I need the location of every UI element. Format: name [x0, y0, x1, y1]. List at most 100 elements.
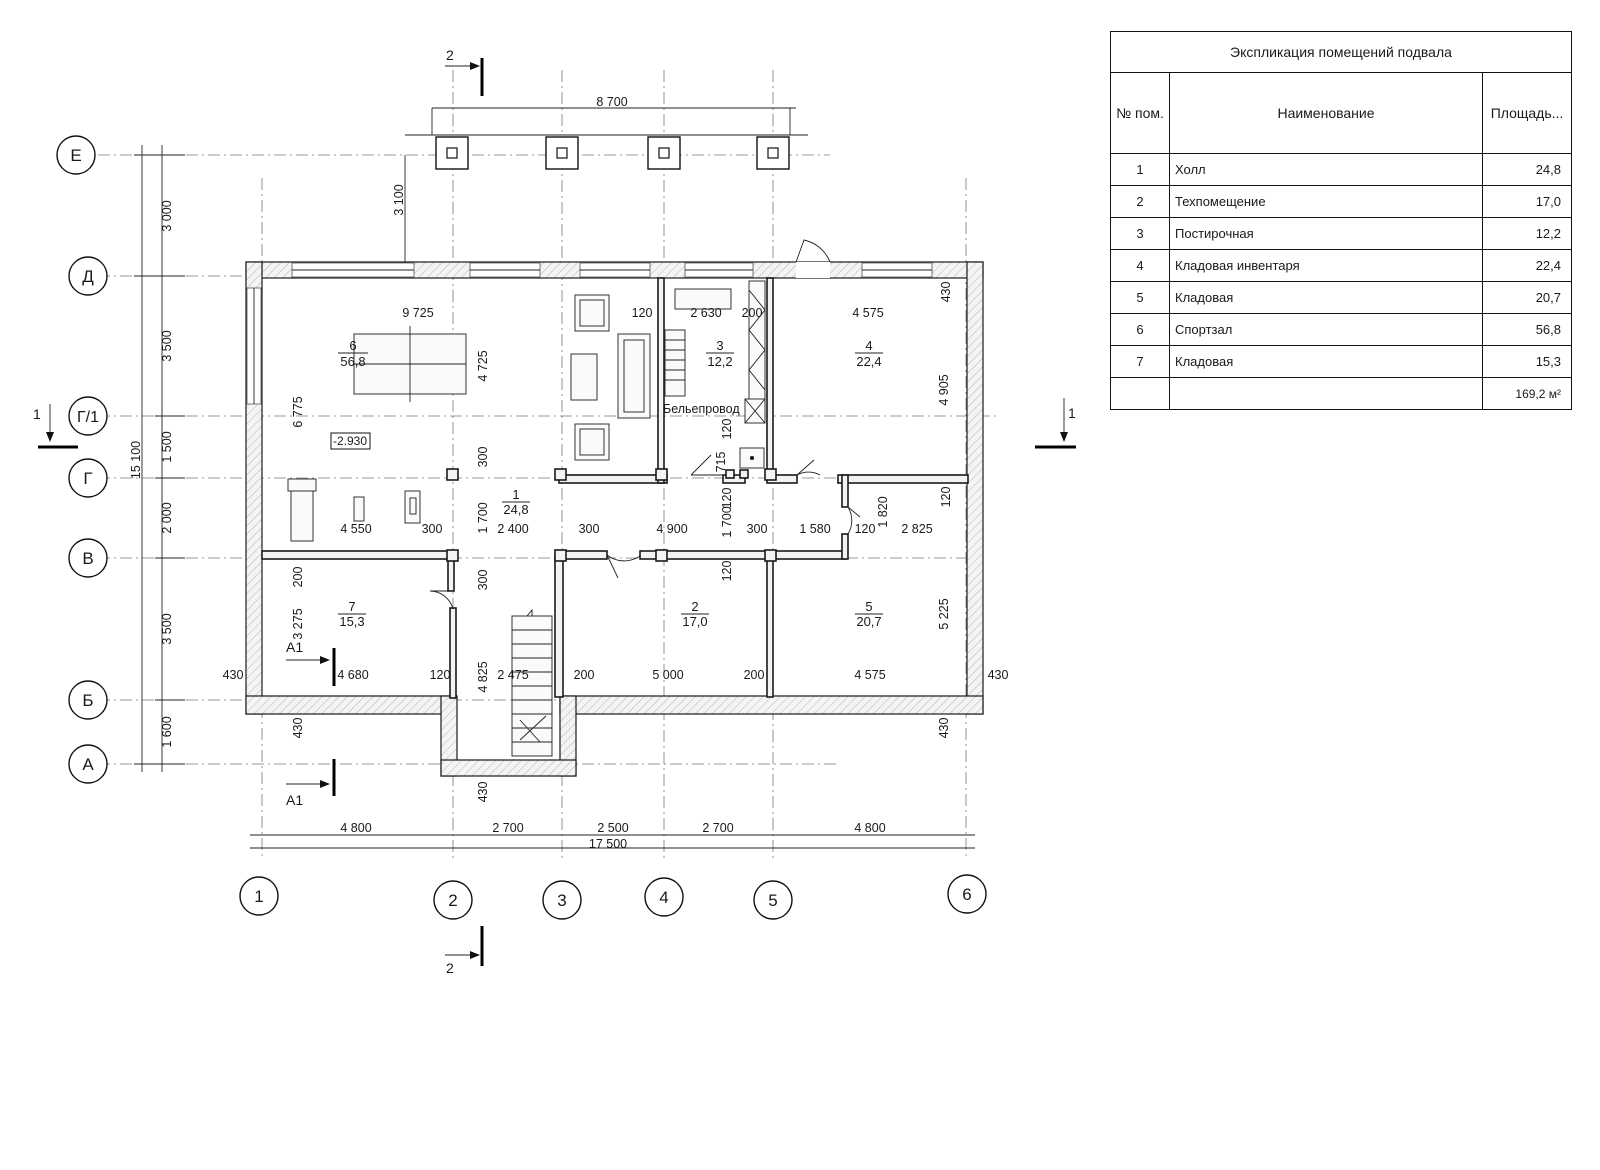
dim-text: 200	[742, 306, 763, 320]
room-label-3: 3 12,2	[706, 338, 734, 369]
dim-text: 120	[430, 668, 451, 682]
axis-bubbles-letters: Е Д Г/1 Г В Б А	[56, 135, 108, 784]
dim-text: 1 500	[160, 431, 174, 462]
room-number: 5	[865, 599, 872, 614]
dim-text: 15 100	[129, 441, 143, 479]
room-name-cell: Кладовая	[1169, 281, 1483, 314]
dim-text: 4 800	[340, 821, 371, 835]
section-label: А1	[286, 639, 303, 655]
room-number: 7	[348, 599, 355, 614]
room-name-cell: Спортзал	[1169, 313, 1483, 346]
table-row: 4 Кладовая инвентаря 22,4	[1110, 249, 1572, 282]
windows	[246, 262, 933, 405]
table-row: 7 Кладовая 15,3	[1110, 345, 1572, 378]
axis-label: Б	[82, 691, 93, 710]
dim-text: 5 000	[652, 668, 683, 682]
dim-text: 300	[422, 522, 443, 536]
explication-table: Экспликация помещений подвала № пом. Наи…	[1110, 31, 1572, 410]
interior-doors	[429, 454, 861, 610]
room-number-cell: 1	[1110, 153, 1170, 186]
total-row: 169,2 м²	[1110, 377, 1572, 410]
room-label-2: 2 17,0	[681, 599, 709, 629]
section-label: 2	[446, 47, 454, 63]
room-area-cell: 17,0	[1482, 185, 1572, 218]
section-label: А1	[286, 792, 303, 808]
room-area: 56,8	[340, 354, 365, 369]
axis-label: 6	[962, 885, 971, 904]
dim-text: 2 000	[160, 502, 174, 533]
room-label-4: 4 22,4	[855, 338, 883, 369]
dim-text: 17 500	[589, 837, 627, 851]
dim-text: 1 580	[799, 522, 830, 536]
level-mark: -2.930	[330, 432, 371, 450]
table-row: 1 Холл 24,8	[1110, 153, 1572, 186]
dim-text: 3 275	[291, 608, 305, 639]
table-row: 2 Техпомещение 17,0	[1110, 185, 1572, 218]
dim-text: 3 500	[160, 330, 174, 361]
axis-label: Д	[82, 267, 94, 286]
room-area-cell: 12,2	[1482, 217, 1572, 250]
axis-bubbles-numbers: 1 2 3 4 5 6	[239, 874, 987, 920]
room-label-5: 5 20,7	[855, 599, 883, 629]
dim-text: 200	[574, 668, 595, 682]
room-area: 12,2	[707, 354, 732, 369]
room-number-cell: 6	[1110, 313, 1170, 346]
dim-text: 430	[939, 282, 953, 303]
axis-label: Г/1	[77, 409, 99, 426]
room-number-cell: 5	[1110, 281, 1170, 314]
dim-text: 430	[291, 718, 305, 739]
table-row: 3 Постирочная 12,2	[1110, 217, 1572, 250]
dim-text: 430	[476, 782, 490, 803]
dim-text: 2 630	[690, 306, 721, 320]
room-area: 15,3	[339, 614, 364, 629]
axis-label: Е	[70, 146, 81, 165]
dim-text: 4 680	[337, 668, 368, 682]
dim-text: 430	[988, 668, 1009, 682]
room-name-cell: Кладовая инвентаря	[1169, 249, 1483, 282]
dim-text: 300	[476, 447, 490, 468]
dim-text: 1 700	[476, 502, 490, 533]
axis-label: 5	[768, 891, 777, 910]
axis-label: 3	[557, 891, 566, 910]
dim-text: 120	[720, 561, 734, 582]
chute-label: Бельепровод	[663, 402, 740, 416]
dim-text: 2 700	[492, 821, 523, 835]
dim-text: 3 000	[160, 200, 174, 231]
dim-text: 2 825	[901, 522, 932, 536]
entry-door	[795, 239, 831, 278]
axis-label: 4	[659, 888, 668, 907]
column-header-name: Наименование	[1169, 72, 1483, 154]
axis-label: 2	[448, 891, 457, 910]
dimension-texts: 8 700 3 100 15 100 3 000 3 500 1 500 2 0…	[129, 95, 886, 851]
dim-text: 4 575	[854, 668, 885, 682]
dim-text: 1 600	[160, 716, 174, 747]
total-area-cell: 169,2 м²	[1482, 377, 1572, 410]
dim-text: 4 575	[852, 306, 883, 320]
dim-text: 5 225	[937, 598, 951, 629]
dim-text: 1 700	[720, 506, 734, 537]
dim-text: 9 725	[402, 306, 433, 320]
dim-text: 4 900	[656, 522, 687, 536]
room-area: 24,8	[503, 502, 528, 517]
room-labels: 6 56,8 3 12,2 4 22,4 1 24,8 7 15,3 2 17,…	[338, 338, 883, 629]
room-number: 2	[691, 599, 698, 614]
room-number: 3	[716, 338, 723, 353]
dimension-lines	[134, 107, 975, 849]
porch-columns	[404, 136, 790, 262]
dim-text: 120	[939, 487, 953, 508]
dim-text: 4 725	[476, 350, 490, 381]
section-label: 2	[446, 960, 454, 976]
room-area-cell: 15,3	[1482, 345, 1572, 378]
axis-label: В	[82, 549, 93, 568]
room-number-cell: 4	[1110, 249, 1170, 282]
dim-text: 4 800	[854, 821, 885, 835]
section-markers: 1 1 2 2 А1 А1	[33, 47, 1076, 976]
room-area: 20,7	[856, 614, 881, 629]
column-header-number: № пом.	[1110, 72, 1170, 154]
dim-text: 6 775	[291, 396, 305, 427]
room-area-cell: 56,8	[1482, 313, 1572, 346]
section-label: 1	[1068, 405, 1076, 421]
dim-text: 715	[714, 452, 728, 473]
column-header-area: Площадь...	[1482, 72, 1572, 154]
room-label-7: 7 15,3	[338, 599, 366, 629]
